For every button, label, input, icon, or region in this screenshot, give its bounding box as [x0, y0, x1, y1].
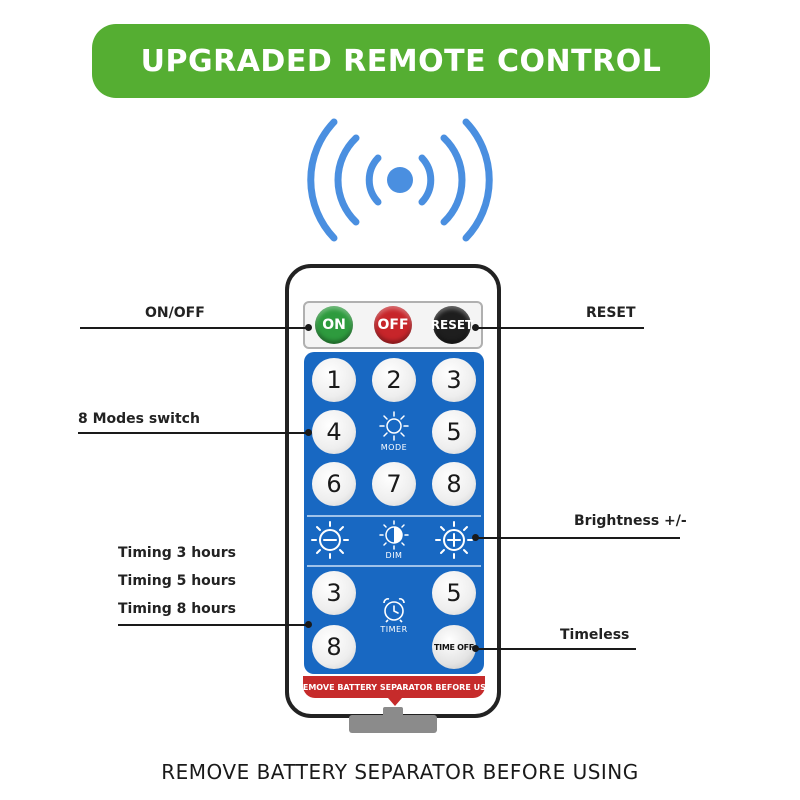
timer-3-button[interactable]: 3: [312, 571, 356, 615]
reset-button[interactable]: RESET: [430, 306, 474, 344]
callout-modes: 8 Modes switch: [78, 411, 200, 427]
mode-8-button[interactable]: 8: [432, 462, 476, 506]
mode-7-button[interactable]: 7: [372, 462, 416, 506]
panel-divider: [307, 515, 481, 517]
separator-arrow: [388, 698, 402, 706]
callout-line-brightness: [476, 537, 680, 539]
callout-line-modes: [78, 432, 308, 434]
battery-separator-text: REMOVE BATTERY SEPARATOR BEFORE USE: [296, 682, 492, 692]
mode-2-label: 2: [386, 366, 402, 394]
remote-battery-tab: [349, 707, 437, 733]
callout-dot: [305, 324, 312, 331]
mode-6-label: 6: [326, 470, 342, 498]
mode-5-button[interactable]: 5: [432, 410, 476, 454]
timer-8-button[interactable]: 8: [312, 625, 356, 669]
timer-5-button[interactable]: 5: [432, 571, 476, 615]
footer-instruction: REMOVE BATTERY SEPARATOR BEFORE USING: [161, 760, 639, 784]
brightness-minus-button[interactable]: [310, 520, 350, 560]
banner-title: UPGRADED REMOTE CONTROL: [140, 43, 662, 79]
brightness-minus-icon: [311, 521, 349, 559]
callout-on-off: ON/OFF: [145, 305, 205, 321]
mode-1-label: 1: [326, 366, 342, 394]
dim-icon: [379, 520, 409, 550]
callout-line-timing: [118, 624, 308, 626]
dim-indicator: DIM: [374, 520, 414, 560]
mode-4-label: 4: [326, 418, 342, 446]
timer-label: TIMER: [380, 625, 408, 634]
callout-brightness: Brightness +/-: [574, 513, 687, 529]
sun-mode-icon: [379, 411, 409, 441]
mode-3-button[interactable]: 3: [432, 358, 476, 402]
timer-5-label: 5: [446, 579, 462, 607]
callout-timeless: Timeless: [560, 627, 630, 643]
callout-reset: RESET: [586, 305, 636, 321]
callout-line-reset: [476, 327, 644, 329]
dim-label: DIM: [385, 551, 403, 560]
callout-dot: [472, 534, 479, 541]
mode-1-button[interactable]: 1: [312, 358, 356, 402]
brightness-plus-icon: [435, 521, 473, 559]
panel-divider: [307, 565, 481, 567]
callout-timing-5: Timing 5 hours: [118, 573, 237, 589]
timer-8-label: 8: [326, 633, 342, 661]
callout-timing-3: Timing 3 hours: [118, 545, 237, 561]
mode-4-button[interactable]: 4: [312, 410, 356, 454]
mode-7-label: 7: [386, 470, 402, 498]
callout-dot: [472, 324, 479, 331]
title-banner: UPGRADED REMOTE CONTROL: [92, 24, 710, 98]
brightness-plus-button[interactable]: [434, 520, 474, 560]
callout-line-on-off: [80, 327, 308, 329]
mode-2-button[interactable]: 2: [372, 358, 416, 402]
off-button[interactable]: OFF: [374, 306, 412, 344]
callout-line-timeless: [476, 648, 636, 650]
reset-button-label: RESET: [430, 318, 474, 332]
battery-separator-label: REMOVE BATTERY SEPARATOR BEFORE USE: [297, 676, 491, 698]
alarm-clock-icon: [383, 598, 405, 623]
mode-3-label: 3: [446, 366, 462, 394]
callout-dot: [472, 645, 479, 652]
wireless-signal-icon: [307, 118, 493, 242]
mode-5-label: 5: [446, 418, 462, 446]
time-off-label: TIME OFF: [434, 642, 474, 652]
timer-3-label: 3: [326, 579, 342, 607]
mode-label: MODE: [380, 443, 408, 452]
callout-dot: [305, 429, 312, 436]
timer-indicator: TIMER: [374, 596, 414, 634]
callout-dot: [305, 621, 312, 628]
mode-8-label: 8: [446, 470, 462, 498]
on-button[interactable]: ON: [315, 306, 353, 344]
time-off-button[interactable]: TIME OFF: [432, 625, 476, 669]
on-button-label: ON: [322, 317, 346, 333]
mode-indicator: MODE: [374, 410, 414, 452]
mode-6-button[interactable]: 6: [312, 462, 356, 506]
callout-timing-8: Timing 8 hours: [118, 601, 237, 617]
off-button-label: OFF: [377, 317, 409, 333]
